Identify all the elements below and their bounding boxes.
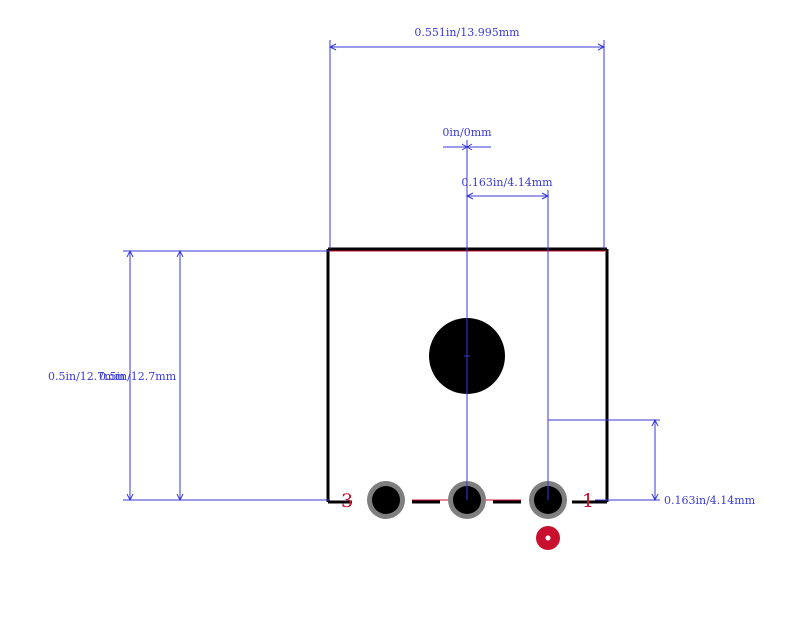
dim-pin-pitch: 0.163in/4.14mm [461,176,553,189]
dimension-lines [123,40,660,502]
pin-label-right: 1 [582,490,594,512]
pin-label-left: 3 [341,490,353,512]
dim-height-outer: 0.5in/12.7mm [48,370,126,383]
dim-center-offset: 0in/0mm [442,126,492,139]
pin1-marker-icon [536,526,560,550]
dim-pad-offset: 0.163in/4.14mm [664,494,756,507]
dim-height-inner: 0.5in/12.7mm [99,370,177,383]
dim-overall-width: 0.551in/13.995mm [414,26,520,39]
pad-3 [367,481,405,519]
